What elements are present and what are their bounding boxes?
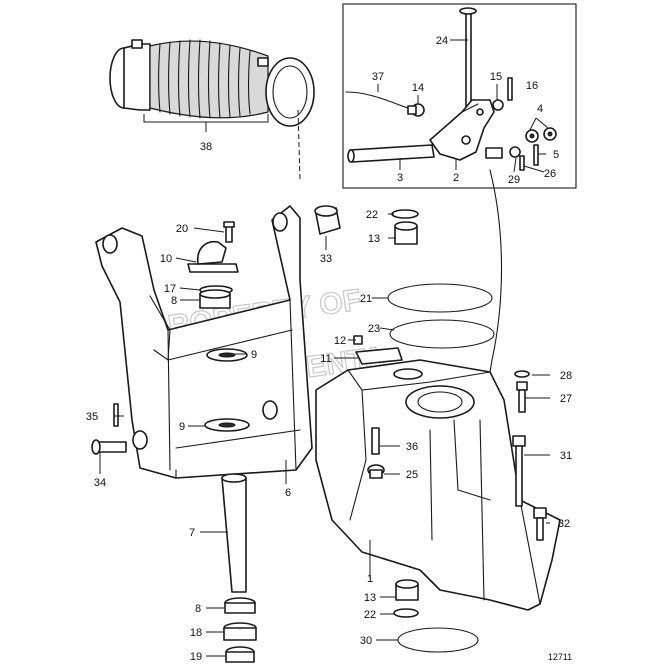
seal-stack	[353, 209, 495, 365]
reference-number: 12711	[548, 652, 572, 662]
callout-29: 29	[508, 174, 520, 186]
callout-12: 12	[334, 335, 346, 347]
inset-frame	[342, 3, 577, 189]
callout-3: 3	[397, 172, 403, 184]
bellows	[109, 39, 315, 181]
callout-8-top: 8	[171, 295, 177, 307]
callout-1: 1	[367, 573, 373, 585]
callout-22-top: 22	[366, 209, 378, 221]
callout-14: 14	[412, 82, 424, 94]
callout-6: 6	[285, 487, 291, 499]
callout-37: 37	[372, 71, 384, 83]
callout-23: 23	[368, 323, 380, 335]
callout-33: 33	[320, 253, 332, 265]
callout-38: 38	[200, 141, 212, 153]
callout-31: 31	[560, 450, 572, 462]
callout-4: 4	[537, 103, 543, 115]
callout-34: 34	[94, 477, 106, 489]
callout-16: 16	[526, 80, 538, 92]
callout-36: 36	[406, 441, 418, 453]
callout-30: 30	[360, 635, 372, 647]
callout-28: 28	[560, 370, 572, 382]
callout-21: 21	[360, 293, 372, 305]
callout-20: 20	[176, 223, 188, 235]
leader-lines	[99, 39, 550, 657]
callout-17: 17	[164, 283, 176, 295]
tube-stack	[221, 473, 257, 663]
callout-18: 18	[190, 627, 202, 639]
callout-7: 7	[189, 527, 195, 539]
callout-25: 25	[406, 469, 418, 481]
callout-9-top: 9	[251, 349, 257, 361]
housing-fasteners	[367, 370, 547, 653]
callout-26: 26	[544, 168, 556, 180]
callout-32: 32	[558, 518, 570, 530]
callout-19: 19	[190, 651, 202, 663]
callout-11: 11	[320, 353, 331, 365]
yoke	[95, 205, 313, 479]
callout-13-top: 13	[368, 233, 380, 245]
callout-10: 10	[160, 253, 172, 265]
callout-5: 5	[553, 149, 559, 161]
callout-13-bottom: 13	[364, 592, 376, 604]
callout-2: 2	[453, 172, 459, 184]
callout-35: 35	[86, 411, 98, 423]
callout-24: 24	[436, 35, 448, 47]
callout-15: 15	[490, 71, 502, 83]
callout-22-bottom: 22	[364, 609, 376, 621]
pivot-pin	[91, 403, 127, 455]
callout-8-bottom: 8	[195, 603, 201, 615]
callout-9-bottom: 9	[179, 421, 185, 433]
callout-labels: 38 24 37 14 15 16 4 5 26 29 3 2 20 10 17…	[86, 35, 572, 663]
housing	[315, 359, 561, 611]
callout-27: 27	[560, 393, 572, 405]
